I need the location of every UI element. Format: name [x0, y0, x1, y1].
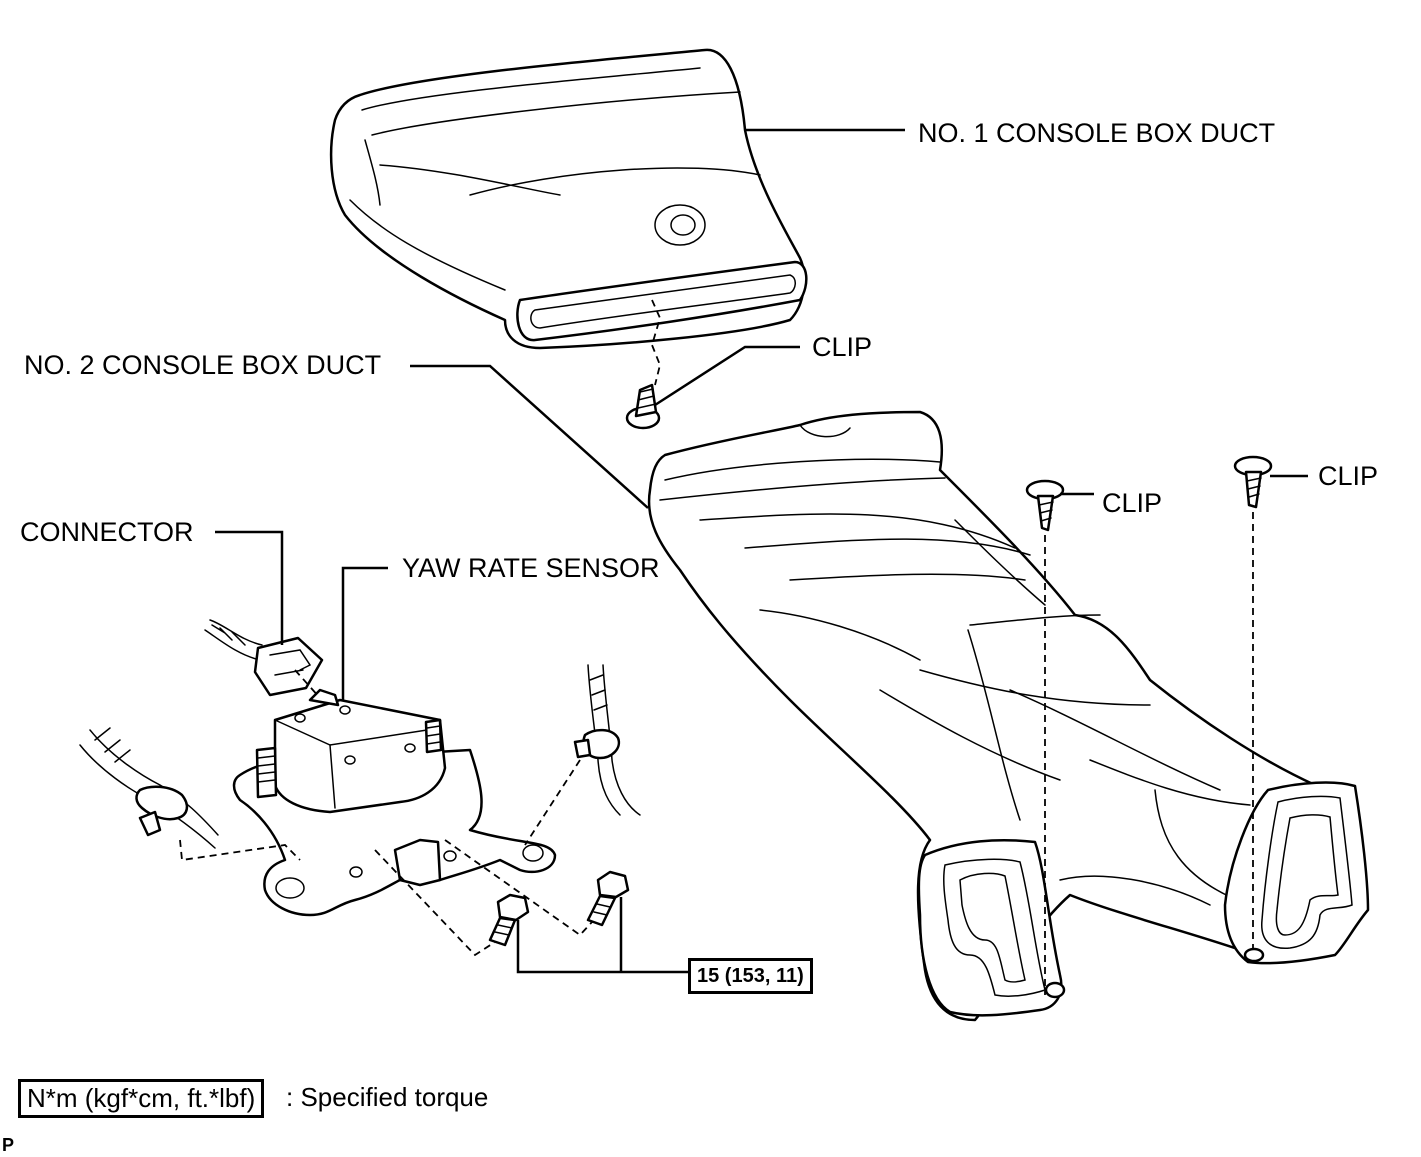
connector-icon	[204, 619, 324, 697]
clip-3-hole	[1243, 947, 1265, 963]
corner-mark: P	[2, 1135, 15, 1155]
clip-icon-2	[1025, 479, 1065, 532]
legend-description: : Specified torque	[286, 1082, 489, 1112]
clip-2-hole	[1044, 981, 1066, 999]
label-yaw-rate-sensor: YAW RATE SENSOR	[402, 553, 660, 583]
leader-line-duct-2	[410, 364, 649, 509]
connector-guide-line	[294, 669, 321, 699]
bolt-1-guide-line	[374, 849, 496, 957]
label-clip-3: CLIP	[1318, 461, 1379, 491]
bolt-icon-1	[488, 893, 530, 947]
label-connector: CONNECTOR	[20, 517, 194, 547]
wire-harness-left	[79, 727, 219, 849]
wire-harness-right	[573, 664, 641, 816]
legend-unit-box: N*m (kgf*cm, ft.*lbf)	[18, 1079, 265, 1119]
torque-value-box: 15 (153, 11)	[688, 958, 813, 994]
label-clip-1: CLIP	[812, 332, 873, 362]
bolt-icon-2	[586, 870, 630, 927]
label-console-box-duct-2: NO. 2 CONSOLE BOX DUCT	[24, 350, 382, 380]
console-box-duct-2	[647, 410, 1370, 1022]
leader-line-clip-1	[654, 345, 800, 407]
leader-line-connector	[215, 530, 284, 645]
console-box-duct-1	[329, 48, 808, 386]
leader-line-yaw-rate-sensor	[341, 566, 388, 700]
clip-icon-1	[625, 383, 661, 430]
torque-leader-line	[516, 897, 690, 974]
clip-icon-3	[1233, 455, 1273, 509]
left-cable-guide-line	[179, 839, 301, 862]
yaw-rate-sensor-icon	[232, 688, 557, 917]
label-console-box-duct-1: NO. 1 CONSOLE BOX DUCT	[918, 118, 1276, 148]
label-clip-2: CLIP	[1102, 488, 1163, 518]
right-cable-guide-line	[524, 759, 581, 846]
